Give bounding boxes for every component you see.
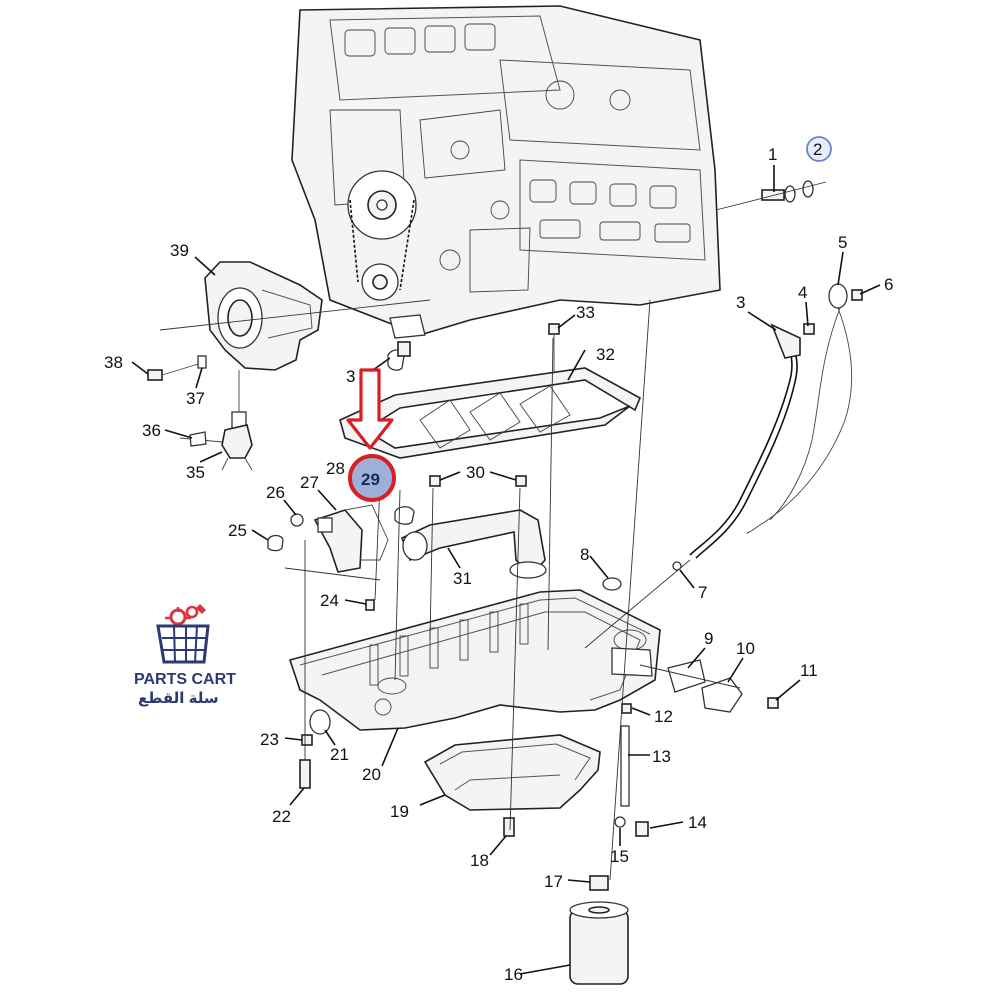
callout-25[interactable]: 25 [228, 521, 247, 540]
brand-name-en: PARTS CART [134, 671, 236, 688]
callout-37[interactable]: 37 [186, 389, 205, 408]
callout-12[interactable]: 12 [654, 707, 673, 726]
callout-16[interactable]: 16 [504, 965, 523, 984]
oil-filter [569, 901, 629, 985]
callout-27[interactable]: 27 [300, 473, 319, 492]
callout-2: 2 [813, 140, 822, 159]
highlight-ring [348, 454, 396, 502]
projection-lines [159, 181, 827, 881]
callout-9[interactable]: 9 [704, 629, 713, 648]
callout-36[interactable]: 36 [142, 421, 161, 440]
callout-17[interactable]: 17 [544, 872, 563, 891]
oil-pan-baffle [339, 367, 642, 459]
timing-chain [347, 170, 417, 301]
callout-15[interactable]: 15 [610, 847, 629, 866]
callout-35[interactable]: 35 [186, 463, 205, 482]
callout-20[interactable]: 20 [362, 765, 381, 784]
oil-pump [204, 261, 323, 435]
callout-1[interactable]: 1 [768, 145, 777, 164]
bolt-33 [548, 323, 560, 372]
bolt-1-and-washer-2 [761, 180, 814, 203]
callout-10[interactable]: 10 [736, 639, 755, 658]
highlight-callout-29[interactable]: 29 [346, 368, 396, 502]
oil-pan-lower [423, 734, 601, 811]
callout-3-dipstick-tube[interactable]: 3 [736, 293, 745, 312]
pump-bolts [147, 355, 207, 381]
callout-28[interactable]: 28 [326, 459, 345, 478]
down-arrow-icon [346, 368, 394, 450]
callout-2-selected[interactable]: 2 [806, 136, 832, 162]
callout-19[interactable]: 19 [390, 802, 409, 821]
callout-32[interactable]: 32 [596, 345, 615, 364]
cart-with-gears-icon [156, 604, 210, 664]
callout-7[interactable]: 7 [698, 583, 707, 602]
parts-cart-logo: PARTS CART سلة القطع [134, 604, 236, 707]
oil-pan-upper [288, 589, 743, 735]
dipstick-tube [689, 323, 815, 559]
callout-18[interactable]: 18 [470, 851, 489, 870]
callout-8[interactable]: 8 [580, 545, 589, 564]
callout-31[interactable]: 31 [453, 569, 472, 588]
callout-labels: 1 3 4 5 6 7 8 9 10 11 12 13 14 15 16 17 … [104, 136, 893, 984]
callout-30[interactable]: 30 [466, 463, 485, 482]
callout-24[interactable]: 24 [320, 591, 339, 610]
callout-5[interactable]: 5 [838, 233, 847, 252]
dipstick [746, 283, 863, 534]
callout-14[interactable]: 14 [688, 813, 707, 832]
oil-seal [387, 341, 411, 371]
callout-11[interactable]: 11 [800, 661, 818, 680]
callout-21[interactable]: 21 [330, 745, 349, 764]
callout-26[interactable]: 26 [266, 483, 285, 502]
oil-suction-tube [377, 471, 547, 579]
engine-block [291, 5, 721, 339]
brand-name-ar: سلة القطع [138, 690, 219, 707]
callout-29: 29 [361, 470, 380, 489]
callout-6[interactable]: 6 [884, 275, 893, 294]
leader-lines [131, 165, 881, 975]
oil-level-sensor [267, 504, 389, 573]
callout-34-seal[interactable]: 3 [346, 367, 355, 386]
callout-38[interactable]: 38 [104, 353, 123, 372]
fasteners [299, 561, 779, 891]
callout-22[interactable]: 22 [272, 807, 291, 826]
callout-23[interactable]: 23 [260, 730, 279, 749]
callout-13[interactable]: 13 [652, 747, 671, 766]
callout-4[interactable]: 4 [798, 283, 807, 302]
oil-pickup-tube [179, 424, 253, 471]
callout-39[interactable]: 39 [170, 241, 189, 260]
callout-33[interactable]: 33 [576, 303, 595, 322]
